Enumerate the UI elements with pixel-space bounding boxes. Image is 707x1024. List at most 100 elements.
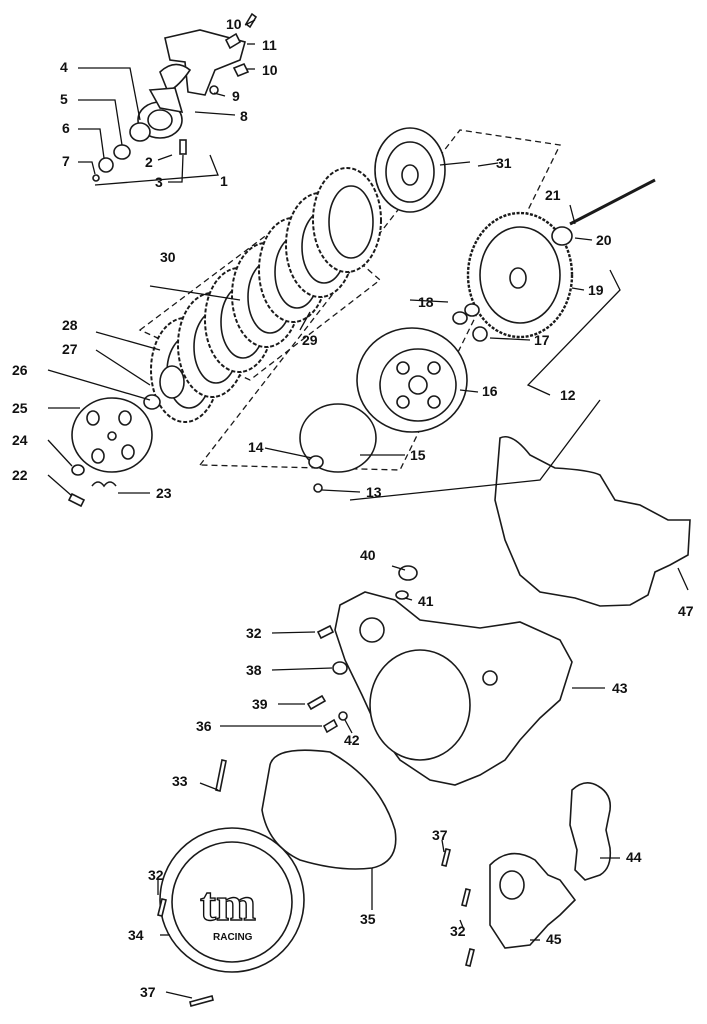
callout-18: 18 bbox=[418, 294, 434, 310]
callout-27: 27 bbox=[62, 341, 78, 357]
callout-21: 21 bbox=[545, 187, 561, 203]
logo-sub: RACING bbox=[213, 932, 253, 943]
callout-35: 35 bbox=[360, 911, 376, 927]
bolt-32-pump bbox=[461, 888, 471, 907]
basket-16-hole-d bbox=[427, 395, 441, 409]
callout-28: 28 bbox=[62, 317, 78, 333]
plug-40 bbox=[398, 565, 418, 581]
clutch-pressure-disc bbox=[67, 394, 161, 508]
callout-31: 31 bbox=[496, 155, 512, 171]
callout-1: 1 bbox=[220, 173, 228, 189]
bolt-37-bottom bbox=[189, 995, 214, 1007]
callout-7: 7 bbox=[62, 153, 70, 169]
clutch-basket bbox=[299, 303, 488, 493]
washer-5 bbox=[113, 144, 131, 160]
callout-13: 13 bbox=[366, 484, 382, 500]
housing-bore bbox=[147, 109, 173, 131]
callout-labels: 10 11 10 9 8 4 5 6 7 2 3 1 31 21 20 19 1… bbox=[12, 16, 694, 1000]
pressure-disc-hole-a bbox=[86, 410, 100, 426]
callout-41: 41 bbox=[418, 593, 434, 609]
crankcase-port bbox=[482, 670, 498, 686]
gear-19-bore bbox=[509, 267, 527, 289]
inner-hub-27 bbox=[159, 365, 185, 399]
callout-10: 10 bbox=[262, 62, 278, 78]
callout-37: 37 bbox=[432, 827, 448, 843]
callout-19: 19 bbox=[588, 282, 604, 298]
washer-38 bbox=[332, 661, 348, 675]
callout-3: 3 bbox=[155, 174, 163, 190]
pressure-disc-hole-c bbox=[91, 448, 105, 464]
callout-23: 23 bbox=[156, 485, 172, 501]
leader-lines bbox=[47, 19, 689, 999]
basket-16-hole-c bbox=[396, 395, 410, 409]
callout-4: 4 bbox=[60, 59, 68, 75]
basket-16-hole-a bbox=[396, 361, 410, 375]
bolt-39 bbox=[306, 694, 327, 711]
callout-34: 34 bbox=[128, 927, 144, 943]
lever-bracket bbox=[164, 29, 246, 96]
callout-32: 32 bbox=[246, 625, 262, 641]
washer-14 bbox=[308, 455, 324, 469]
clutch-plate-inner bbox=[328, 185, 374, 259]
callout-25: 25 bbox=[12, 400, 28, 416]
primary-gear bbox=[466, 178, 656, 339]
washer-26 bbox=[143, 394, 161, 410]
disc-6 bbox=[98, 157, 114, 173]
washer-20 bbox=[551, 226, 573, 246]
callout-12: 12 bbox=[560, 387, 576, 403]
crankcase-43 bbox=[306, 565, 573, 786]
bolt-32-top bbox=[316, 624, 335, 640]
ball-7 bbox=[92, 174, 100, 182]
bolt-33 bbox=[215, 759, 227, 792]
callout-6: 6 bbox=[62, 120, 70, 136]
callout-10: 10 bbox=[226, 16, 242, 32]
spring-23 bbox=[91, 481, 117, 488]
bolt-32-pump-lower bbox=[465, 948, 475, 967]
gasket-35 bbox=[261, 749, 397, 870]
clutch-cover-34: tm RACING bbox=[157, 759, 305, 1007]
pressure-disc-center bbox=[107, 431, 117, 441]
callout-20: 20 bbox=[596, 232, 612, 248]
bolt-36 bbox=[322, 718, 339, 734]
crankcase-boss bbox=[359, 617, 385, 643]
pressure-plate-15 bbox=[299, 403, 377, 473]
callout-14: 14 bbox=[248, 439, 264, 455]
logo-brand: tm bbox=[200, 878, 256, 931]
callout-44: 44 bbox=[626, 849, 642, 865]
gasket-47 bbox=[494, 436, 691, 607]
callout-39: 39 bbox=[252, 696, 268, 712]
bolt-37-pump bbox=[441, 848, 451, 867]
callout-8: 8 bbox=[240, 108, 248, 124]
callout-22: 22 bbox=[12, 467, 28, 483]
callout-45: 45 bbox=[546, 931, 562, 947]
callout-47: 47 bbox=[678, 603, 694, 619]
callout-36: 36 bbox=[196, 718, 212, 734]
housing-arm bbox=[148, 87, 184, 114]
callout-32: 32 bbox=[148, 867, 164, 883]
callout-32: 32 bbox=[450, 923, 466, 939]
callout-26: 26 bbox=[12, 362, 28, 378]
callout-42: 42 bbox=[344, 732, 360, 748]
cover-face bbox=[171, 841, 293, 963]
bearing-18a bbox=[452, 311, 468, 325]
callout-5: 5 bbox=[60, 91, 68, 107]
callout-37: 37 bbox=[140, 984, 156, 1000]
callout-30: 30 bbox=[160, 249, 176, 265]
basket-16-hole-b bbox=[427, 361, 441, 375]
callout-15: 15 bbox=[410, 447, 426, 463]
shaft-21 bbox=[569, 178, 656, 226]
ball-42 bbox=[338, 711, 348, 721]
pressure-disc-hole-d bbox=[121, 444, 135, 460]
nut-24 bbox=[71, 464, 85, 476]
friction-plates bbox=[150, 167, 382, 423]
callout-33: 33 bbox=[172, 773, 188, 789]
bolt-22 bbox=[67, 492, 86, 508]
clutch-hub-31 bbox=[374, 127, 446, 213]
callout-38: 38 bbox=[246, 662, 262, 678]
gasket-44 bbox=[569, 782, 612, 881]
callout-29: 29 bbox=[302, 332, 318, 348]
screw-3 bbox=[179, 139, 187, 155]
clutch-plates-stack bbox=[150, 167, 382, 423]
